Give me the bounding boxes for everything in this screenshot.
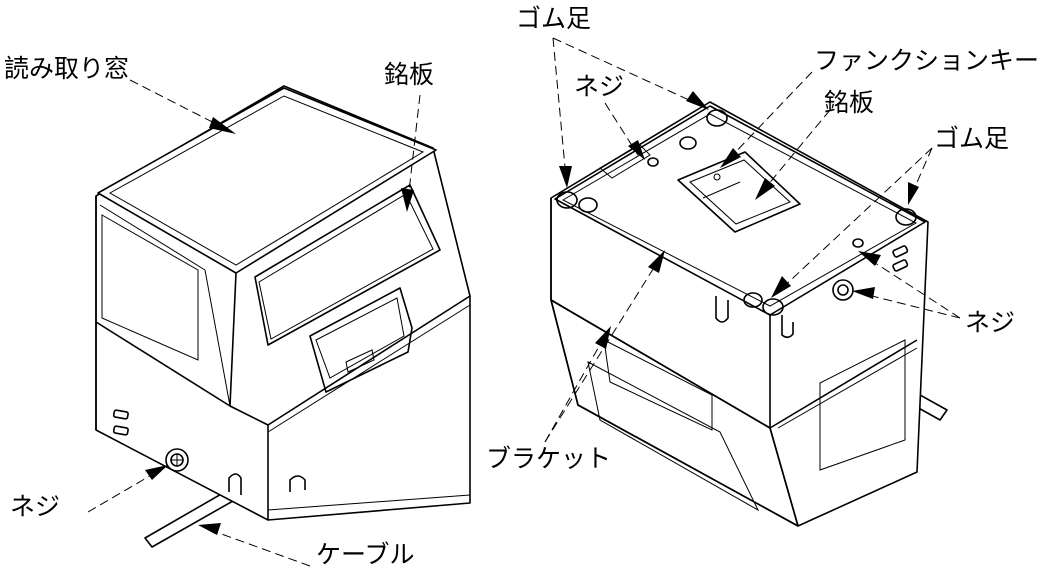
- label-cable: ケーブル: [316, 540, 415, 569]
- label-read-window: 読み取り窓: [4, 54, 130, 83]
- right-bracket: [550, 299, 799, 527]
- label-bracket: ブラケット: [486, 444, 612, 473]
- right-nameplate: [677, 151, 801, 233]
- label-screw-left: ネジ: [10, 492, 61, 521]
- label-rubber-foot-top: ゴム足: [516, 4, 592, 33]
- right-device: [550, 101, 948, 527]
- left-nameplate: [254, 184, 441, 346]
- label-nameplate-left: 銘板: [384, 60, 435, 89]
- rubber-feet: [556, 109, 917, 316]
- label-screw-right: ネジ: [965, 308, 1016, 337]
- left-device: [95, 85, 471, 548]
- label-rubber-foot-right: ゴム足: [934, 124, 1010, 153]
- leader-lines: [87, 37, 961, 567]
- label-function-key: ファンクションキー: [814, 46, 1040, 75]
- label-screw-right-top: ネジ: [574, 72, 625, 101]
- right-screw: [832, 279, 854, 301]
- left-read-window: [97, 87, 437, 274]
- left-screw: [165, 448, 189, 472]
- label-nameplate-right: 銘板: [824, 88, 875, 117]
